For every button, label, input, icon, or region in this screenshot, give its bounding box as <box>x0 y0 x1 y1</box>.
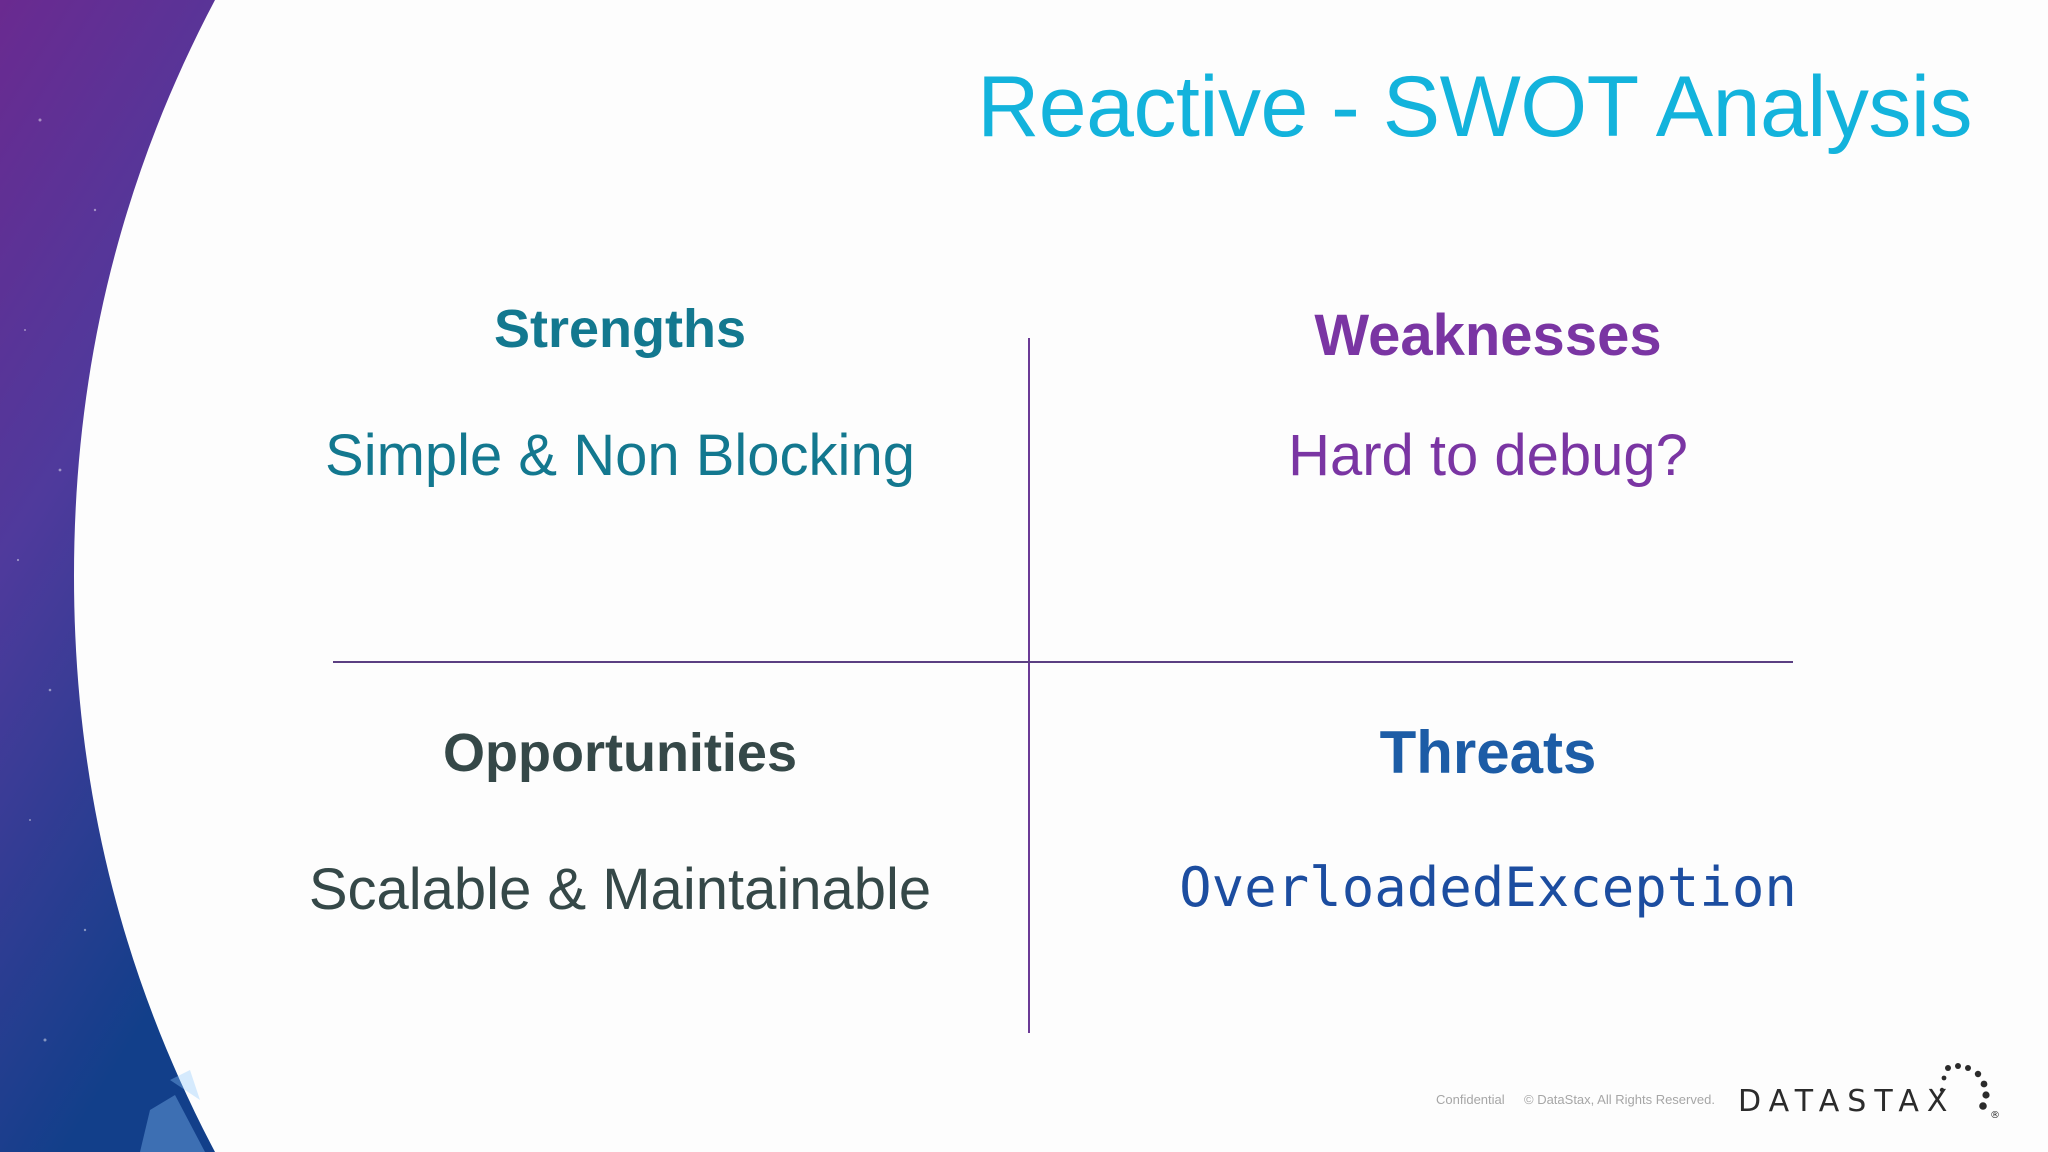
svg-text:®: ® <box>1990 1110 2000 1120</box>
datastax-logo: DATASTAX ® <box>1738 1060 2008 1120</box>
horizontal-divider <box>333 661 1793 663</box>
weaknesses-text: Hard to debug? <box>1288 423 1688 488</box>
space-gradient-art <box>0 0 215 1152</box>
slide-title: Reactive - SWOT Analysis <box>977 59 1972 155</box>
opportunities-heading: Opportunities <box>443 723 797 783</box>
datastax-logo-icon: ® <box>1939 1063 2000 1120</box>
strengths-text: Simple & Non Blocking <box>325 423 915 488</box>
confidential-label: Confidential <box>1436 1092 1505 1107</box>
strengths-heading: Strengths <box>493 299 747 359</box>
threats-heading: Threats <box>1379 719 1597 786</box>
vertical-divider <box>1028 338 1030 1033</box>
logo-text: DATASTAX <box>1738 1084 1956 1119</box>
copyright-label: © DataStax, All Rights Reserved. <box>1524 1092 1715 1107</box>
threats-text: OverloadedException <box>1179 856 1797 919</box>
weaknesses-heading: Weaknesses <box>1314 303 1662 368</box>
opportunities-text: Scalable & Maintainable <box>308 857 932 922</box>
